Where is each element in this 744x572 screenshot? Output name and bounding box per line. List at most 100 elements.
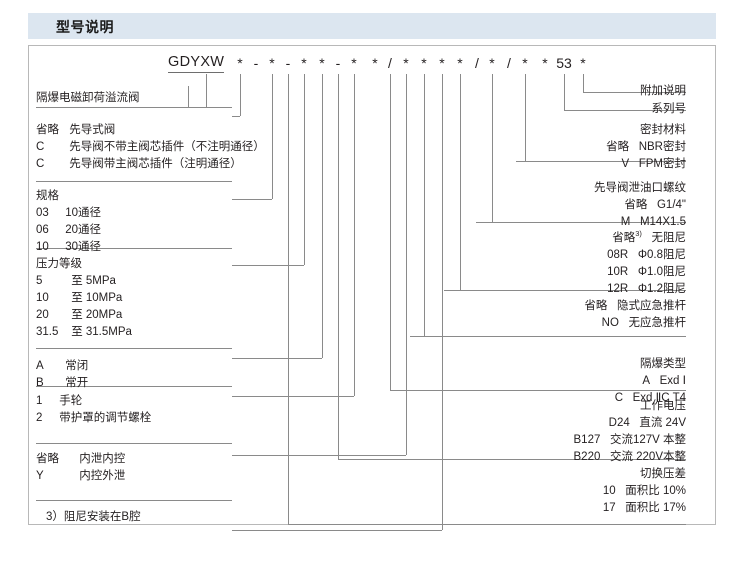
leader-line-vertical [442,74,443,530]
model-code-token: * [237,55,243,71]
legend-row-desc: 内泄内控 [76,453,126,465]
legend-group-title: 切换压差 [640,468,686,480]
legend-row: A 常闭 [36,358,88,375]
legend-row-desc: 带护罩的调节螺栓 [56,412,152,424]
legend-row: 10 30通径 [36,239,101,256]
legend-row-desc: 至 20MPa [68,309,123,321]
legend-row-desc: 至 5MPa [68,275,116,287]
legend-group-series-number: 系列号 [400,101,687,118]
leader-line-horizontal [476,222,686,223]
legend-row-code: 06 [36,224,49,236]
legend-row-desc: FPM密封 [629,158,686,170]
leader-line-vertical [354,74,355,396]
model-code-token: * [489,55,495,71]
legend-row: 08R Φ0.8阻尼 [400,247,686,264]
legend-row-code: 10 [36,292,49,304]
model-code-token: / [388,55,392,71]
legend-row-code: 省略3) [612,229,642,244]
legend-row-desc: 20通径 [62,224,101,236]
leader-line-horizontal [632,92,686,93]
diagram-frame [28,45,716,525]
leader-line-horizontal [444,290,686,291]
legend-group-title: 密封材料 [640,124,686,136]
leader-line-horizontal [516,161,686,162]
legend-row-desc: 无阻尼 [641,231,686,244]
legend-row: 17 面积比 17% [400,500,686,517]
legend-row: 省略 隐式应急推杆 [400,298,686,315]
legend-row: 2 带护罩的调节螺栓 [36,410,151,427]
legend-group-title: 工作电压 [640,400,686,412]
legend-row-code: 10 [602,485,616,497]
leader-line-vertical [564,74,565,110]
legend-row-desc: Φ0.8阻尼 [628,248,686,261]
leader-line-horizontal [36,348,232,349]
legend-row-code: V [621,158,630,170]
leader-line-horizontal [36,500,232,501]
leader-line-vertical [338,74,339,459]
legend-row-desc: 直流 24V [629,417,686,429]
legend-row-code: 10 [36,241,49,253]
model-code-token: * [421,55,427,71]
legend-row-desc: Φ1.0阻尼 [628,265,686,278]
legend-row: 03 10通径 [36,205,101,222]
leader-line-vertical [322,74,323,358]
leader-line-horizontal [350,459,686,460]
leader-line-vertical [424,74,425,336]
leader-line-horizontal [36,181,232,182]
legend-row: 省略 NBR密封 [400,139,686,156]
leader-line-horizontal [36,386,232,387]
leader-line-vertical [272,74,273,199]
legend-row-desc: 内控外泄 [76,470,126,482]
legend-row-code: 省略 [606,141,630,153]
legend-row-desc: 常开 [62,377,89,389]
legend-row-desc: 30通径 [62,241,101,253]
legend-row-code: C [614,392,624,404]
legend-row: B220 交流 220V本整 [400,449,687,466]
legend-row-desc: 先导阀不带主阀芯插件（不注明通径） [66,141,265,153]
legend-group-title: 隔爆类型 [640,358,686,370]
leader-line-horizontal [36,248,232,249]
legend-row: 10 面积比 10% [400,483,686,500]
leader-line-horizontal [300,524,686,525]
legend-row-code: 5 [36,275,43,287]
legend-row: 31.5 至 31.5MPa [36,324,132,341]
legend-row-desc: 手轮 [56,395,83,407]
section-header-bar [28,13,716,39]
legend-row-code: 省略 [36,124,59,136]
legend-group-title: 先导阀泄油口螺纹 [594,182,686,194]
leader-line-horizontal [632,110,686,111]
legend-row: C 先导阀不带主阀芯插件（不注明通径） [36,139,265,156]
footnote: 3）阻尼安装在B腔 [46,511,141,523]
legend-row-code: 10R [607,265,629,278]
model-code-token: / [475,55,479,71]
leader-line-horizontal [232,530,442,531]
model-code-token: * [439,55,445,71]
legend-row-code: Y [36,470,44,482]
model-code-token: * [319,55,325,71]
legend-row-code: NO [601,317,619,329]
legend-group-product-name: 隔爆电磁卸荷溢流阀 [36,90,140,107]
legend-group-switching-pressure-diff: 切换压差 10 面积比 10%17 面积比 17% [400,466,686,517]
legend-row-code: A [642,375,650,387]
model-code-token: - [335,55,341,71]
leader-line-vertical [304,74,305,265]
legend-row-code: 17 [602,502,616,514]
legend-row: C Exd ⅡC T4 [400,390,686,407]
legend-row: 10R Φ1.0阻尼 [400,264,686,281]
leader-line-vertical [390,74,391,390]
legend-row: 省略3) 无阻尼 [400,225,686,247]
legend-row-desc: 交流 220V本整 [600,451,686,463]
leader-line-horizontal [392,390,686,391]
legend-group-additional-note: 附加说明 [400,83,686,100]
model-code-token: * [580,55,586,71]
legend-row-desc: 至 31.5MPa [68,326,132,338]
legend-row-code: C [36,141,45,153]
model-code-prefix: GDYXW [168,54,225,73]
model-code-token: 53 [556,55,572,71]
